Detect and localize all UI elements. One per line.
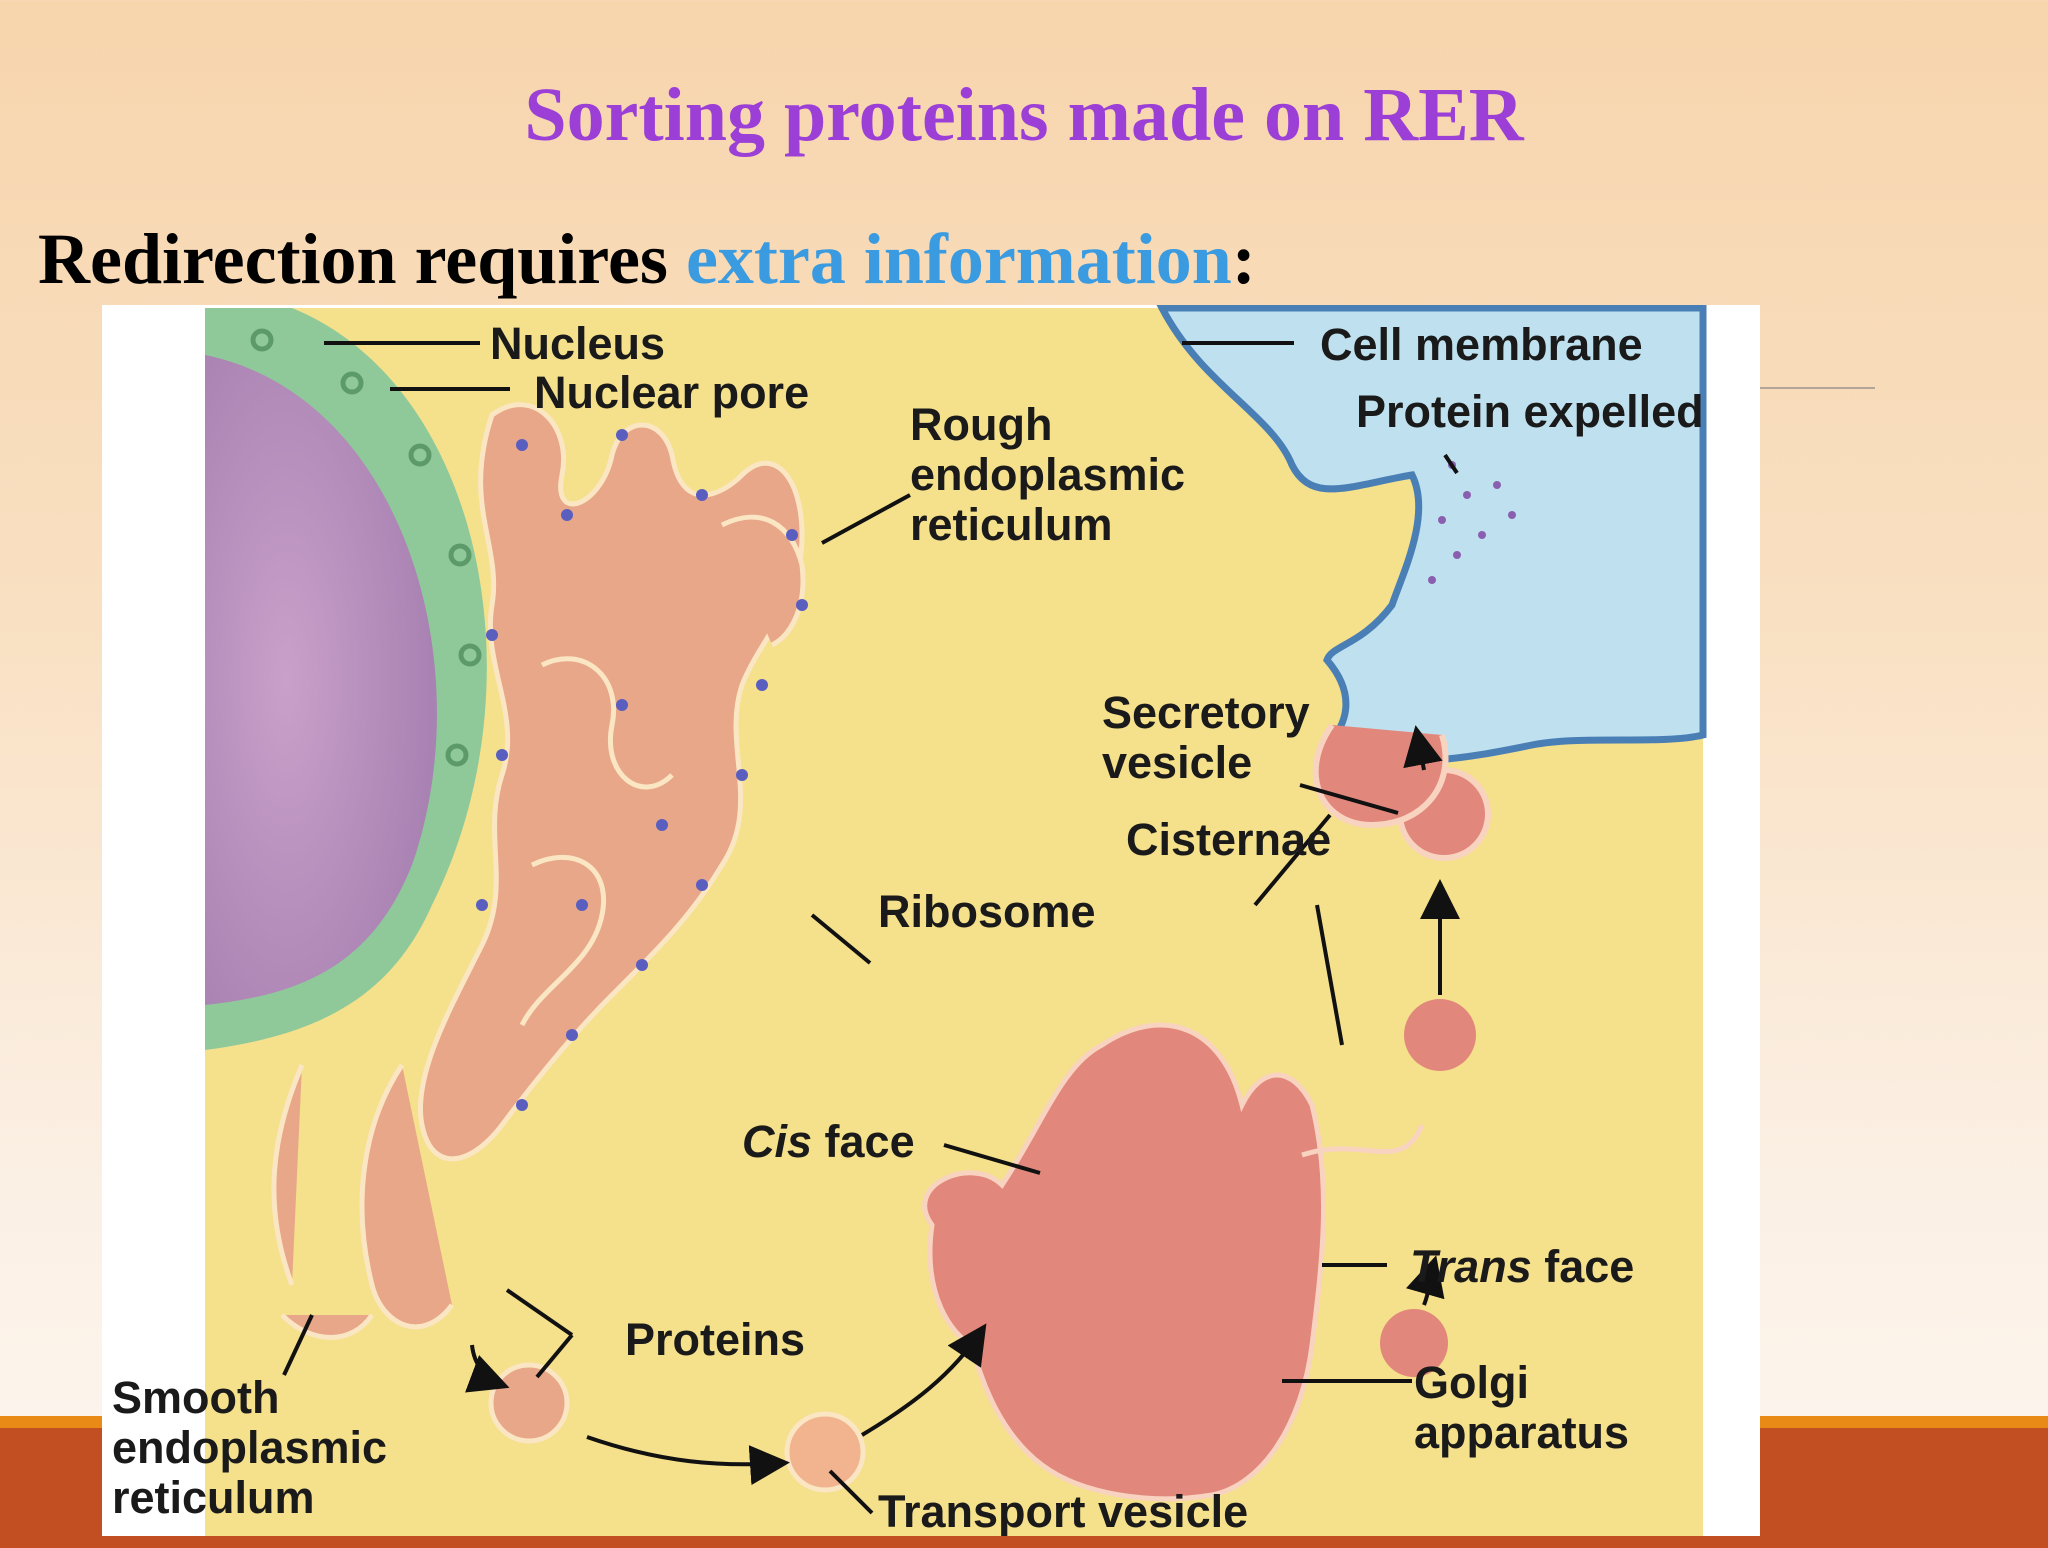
label-ribosome: Ribosome — [878, 886, 1096, 937]
extracellular-space — [1156, 305, 1707, 765]
decorative-line — [1760, 387, 1875, 389]
label-golgi-line2: apparatus — [1414, 1407, 1629, 1458]
label-smooth-er: Smooth endoplasmic reticulum — [112, 1372, 400, 1523]
transport-vesicle — [784, 1411, 866, 1493]
label-golgi-line1: Golgi — [1414, 1357, 1529, 1408]
ribosomes — [476, 429, 808, 1111]
label-rough-er: Rough endoplasmic reticulum — [910, 399, 1198, 550]
label-secretory-vesicle: Secretory vesicle — [1102, 687, 1322, 788]
slide-title: Sorting proteins made on RER — [524, 73, 1524, 157]
leader-lines — [282, 341, 1459, 1515]
golgi-vesicle — [1380, 1309, 1448, 1377]
subtitle-suffix: : — [1231, 219, 1256, 299]
smooth-endoplasmic-reticulum — [280, 1313, 375, 1340]
label-transport-vesicle: Transport vesicle — [878, 1486, 1248, 1536]
label-secretory-vesicle-line2: vesicle — [1102, 737, 1252, 788]
label-protein-expelled: Protein expelled — [1356, 386, 1704, 437]
label-rough-er-line1: Rough — [910, 399, 1052, 450]
label-proteins: Proteins — [625, 1314, 805, 1365]
rough-endoplasmic-reticulum — [271, 402, 806, 1330]
golgi-apparatus — [922, 1022, 1425, 1502]
label-cisternae: Cisternae — [1126, 814, 1331, 865]
label-cis-face-italic: Cis — [742, 1116, 812, 1167]
flow-arrows — [465, 725, 1460, 1486]
label-trans-face-italic: Trans — [1410, 1241, 1532, 1292]
label-smooth-er-line2: endoplasmic — [112, 1422, 387, 1473]
label-trans-face: Trans face — [1410, 1241, 1634, 1292]
label-trans-face-rest: face — [1532, 1241, 1635, 1292]
label-cis-face-rest: face — [812, 1116, 915, 1167]
cell-diagram: Nucleus Nuclear pore Rough endoplasmic r… — [102, 305, 1760, 1536]
label-golgi-apparatus: Golgi apparatus — [1414, 1357, 1629, 1458]
transport-vesicle-budding — [488, 1362, 570, 1444]
label-smooth-er-line3: reticulum — [112, 1472, 315, 1523]
label-smooth-er-line1: Smooth — [112, 1372, 279, 1423]
expelled-proteins — [1428, 461, 1516, 584]
cell-diagram-svg: Nucleus Nuclear pore Rough endoplasmic r… — [112, 305, 1707, 1536]
label-nuclear-pore: Nuclear pore — [534, 367, 809, 418]
subtitle-prefix: Redirection requires — [38, 219, 686, 299]
slide-subtitle: Redirection requires extra information: — [38, 218, 1256, 301]
label-nucleus: Nucleus — [490, 318, 665, 369]
nuclear-pores — [250, 328, 482, 767]
subtitle-highlight: extra information — [685, 219, 1232, 299]
label-cis-face: Cis face — [742, 1116, 915, 1167]
label-cell-membrane: Cell membrane — [1320, 319, 1643, 370]
label-rough-er-line2: endoplasmic — [910, 449, 1185, 500]
label-secretory-vesicle-line1: Secretory — [1102, 687, 1310, 738]
golgi-vesicle-2 — [1404, 999, 1476, 1071]
nucleus — [205, 355, 437, 1005]
label-rough-er-line3: reticulum — [910, 499, 1113, 550]
